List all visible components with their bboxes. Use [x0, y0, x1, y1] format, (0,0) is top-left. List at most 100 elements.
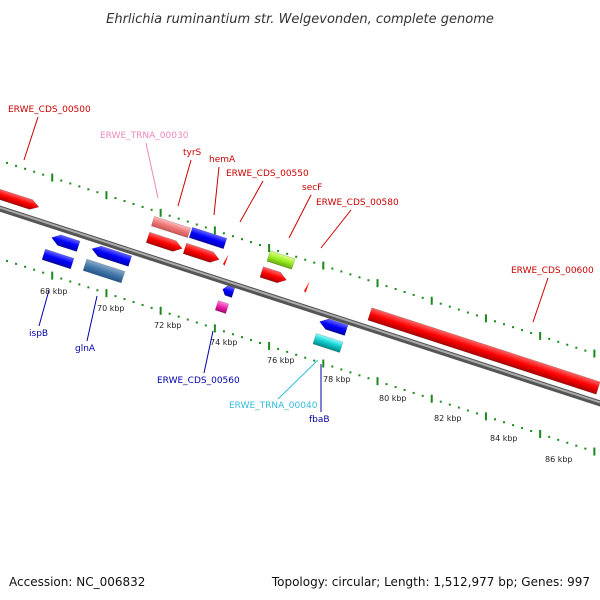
scale-tick-minor	[512, 424, 515, 427]
scale-tick-minor	[123, 298, 126, 301]
scale-tick-minor	[331, 365, 334, 368]
scale-tick-minor	[448, 305, 451, 308]
scale-tick-major	[376, 377, 379, 386]
scale-tick-major	[539, 429, 542, 438]
callout-glnA	[86, 295, 98, 342]
feature-erwe-cds-00560	[214, 300, 230, 314]
label-erwe-cds-00560: ERWE_CDS_00560	[157, 376, 240, 386]
feature-secF	[259, 266, 287, 284]
scale-tick-major	[376, 279, 379, 288]
label-secF: secF	[302, 183, 322, 193]
scale-tick-minor	[457, 308, 460, 311]
scale-tick-minor	[421, 394, 424, 397]
feature-glnA-a	[91, 245, 133, 267]
scale-tick-minor	[493, 418, 496, 421]
scale-tick-minor	[87, 286, 90, 289]
gene-features	[0, 185, 600, 395]
scale-tick-minor	[186, 318, 189, 321]
scale-tick-minor	[222, 232, 225, 235]
scale-ticks	[6, 161, 596, 456]
scale-tick-major	[213, 324, 216, 333]
scale-tick-minor	[394, 386, 397, 389]
tick-label-82: 82 kbp	[434, 414, 462, 423]
scale-tick-minor	[503, 421, 506, 424]
scale-tick-minor	[114, 197, 117, 200]
gene-labels	[23, 116, 549, 412]
scale-tick-minor	[141, 205, 144, 208]
callout-erwe-cds-00560	[203, 330, 214, 374]
scale-tick-minor	[584, 349, 587, 352]
scale-tick-minor	[475, 412, 478, 415]
scale-tick-minor	[340, 270, 343, 273]
scale-tick-minor	[493, 320, 496, 323]
scale-tick-major	[51, 271, 54, 280]
scale-tick-minor	[466, 311, 469, 314]
scale-tick-major	[51, 173, 54, 182]
label-erwe-cds-00600: ERWE_CDS_00600	[511, 266, 594, 276]
scale-tick-minor	[132, 300, 135, 303]
scale-tick-major	[322, 261, 325, 270]
label-erwe-cds-00550: ERWE_CDS_00550	[226, 169, 309, 179]
scale-tick-minor	[412, 293, 415, 296]
scale-tick-minor	[240, 238, 243, 241]
scale-tick-major	[105, 191, 108, 200]
scale-tick-major	[268, 243, 271, 252]
scale-tick-minor	[33, 268, 36, 271]
scale-tick-minor	[439, 400, 442, 403]
scale-tick-minor	[168, 214, 171, 217]
scale-tick-minor	[69, 280, 72, 283]
label-ispB: ispB	[29, 329, 48, 339]
scale-tick-minor	[42, 173, 45, 176]
feature-erwe-cds-00600	[367, 307, 600, 395]
scale-tick-minor	[15, 164, 18, 167]
scale-tick-minor	[123, 200, 126, 203]
scale-tick-minor	[204, 226, 207, 229]
scale-tick-minor	[277, 347, 280, 350]
scale-tick-minor	[358, 276, 361, 279]
label-erwe-trna-00030: ERWE_TRNA_00030	[100, 131, 189, 141]
scale-tick-minor	[349, 371, 352, 374]
scale-tick-minor	[195, 223, 198, 226]
scale-tick-minor	[466, 409, 469, 412]
scale-tick-minor	[304, 258, 307, 261]
tick-label-68: 68 kbp	[40, 287, 68, 296]
scale-tick-minor	[222, 330, 225, 333]
scale-tick-minor	[557, 340, 560, 343]
callout-erwe-trna-00030	[145, 142, 159, 199]
scale-tick-minor	[96, 191, 99, 194]
feature-erwe-cds-00550	[266, 250, 296, 270]
feature-hemA	[182, 242, 220, 263]
scale-tick-minor	[150, 208, 153, 211]
scale-tick-minor	[60, 179, 63, 182]
scale-tick-minor	[240, 336, 243, 339]
scale-tick-minor	[584, 447, 587, 450]
scale-tick-minor	[566, 441, 569, 444]
scale-tick-minor	[403, 290, 406, 293]
feature-hemA-track	[188, 226, 228, 250]
tick-label-84: 84 kbp	[490, 434, 518, 443]
scale-tick-minor	[6, 259, 9, 262]
tick-label-78: 78 kbp	[323, 375, 351, 384]
callout-erwe-cds-00580	[320, 209, 352, 249]
scale-tick-minor	[503, 323, 506, 326]
scale-tick-minor	[340, 368, 343, 371]
accession-text: Accession: NC_006832	[9, 575, 145, 589]
tick-label-74: 74 kbp	[210, 338, 238, 347]
feature-fbaB-a	[319, 318, 349, 336]
scale-tick-minor	[304, 356, 307, 359]
genome-backbone-highlight	[0, 206, 600, 404]
scale-tick-minor	[42, 271, 45, 274]
feature-erwe-trna-00040	[312, 333, 344, 353]
scale-tick-minor	[78, 283, 81, 286]
label-erwe-cds-00500: ERWE_CDS_00500	[8, 105, 91, 115]
scale-tick-major	[430, 394, 433, 403]
feature-small-forward-1	[223, 254, 229, 266]
tick-label-86: 86 kbp	[545, 455, 573, 464]
scale-tick-minor	[132, 202, 135, 205]
scale-tick-major	[268, 341, 271, 350]
feature-tyrS	[145, 231, 183, 252]
callout-ispB	[38, 289, 50, 327]
feature-erwe-cds-00560-a	[222, 285, 236, 298]
tick-label-72: 72 kbp	[154, 321, 182, 330]
